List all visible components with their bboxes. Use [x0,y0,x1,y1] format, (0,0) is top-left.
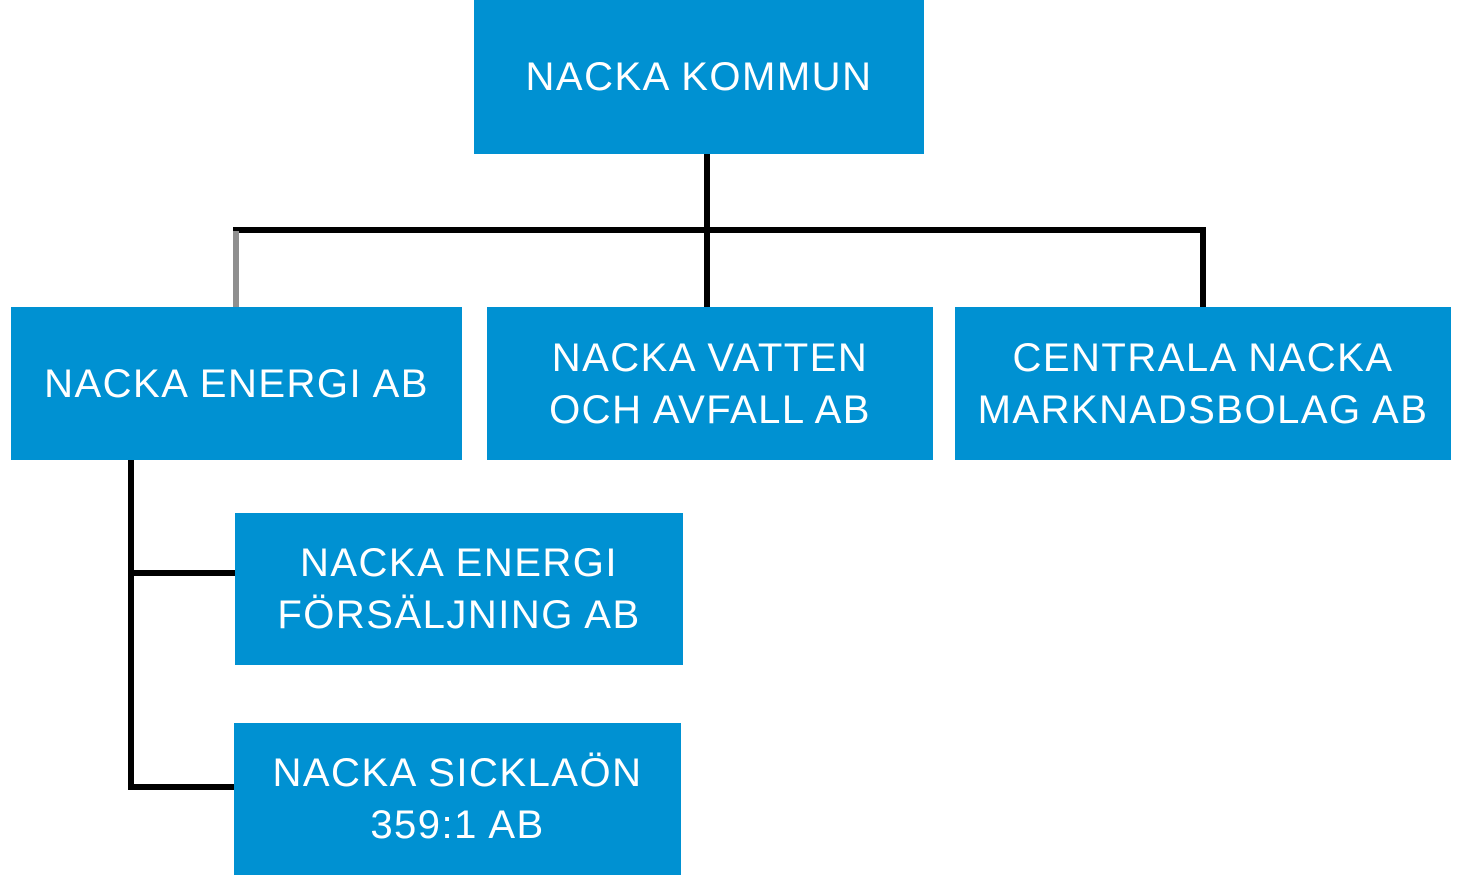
node-label-line: NACKA ENERGI [299,541,619,585]
org-node-nacka-energi-ab: NACKA ENERGI AB [11,307,462,460]
node-label-line: NACKA SICKLAÖN [272,751,643,795]
org-node-centrala-nacka-marknadsbolag-ab: CENTRALA NACKA MARKNADSBOLAG AB [955,307,1451,460]
node-label-line: 359:1 AB [370,803,545,847]
node-label-line: OCH AVFALL AB [549,387,871,432]
org-node-nacka-energi-forsaljning-ab: NACKA ENERGI FÖRSÄLJNING AB [235,513,683,665]
org-node-nacka-vatten-och-avfall-ab: NACKA VATTEN OCH AVFALL AB [487,307,933,460]
connector-forsaljning-branch [128,570,235,576]
connector-energi-subtree-stem [128,459,134,790]
node-label-line: CENTRALA NACKA [1012,335,1394,380]
connector-sicklaon-branch [128,784,234,790]
connector-centrala-drop [1200,227,1206,307]
connector-energi-drop-gray [233,231,239,307]
node-label-line: NACKA KOMMUN [525,55,873,99]
node-label-line: NACKA VATTEN [551,335,869,380]
node-label-line: FÖRSÄLJNING AB [277,593,641,637]
org-node-nacka-kommun: NACKA KOMMUN [474,0,924,154]
connector-horizontal-main [233,227,1206,233]
org-node-nacka-sicklaon-359-1-ab: NACKA SICKLAÖN 359:1 AB [234,723,681,875]
node-label-line: NACKA ENERGI AB [44,361,429,406]
node-label-line: MARKNADSBOLAG AB [977,387,1429,432]
